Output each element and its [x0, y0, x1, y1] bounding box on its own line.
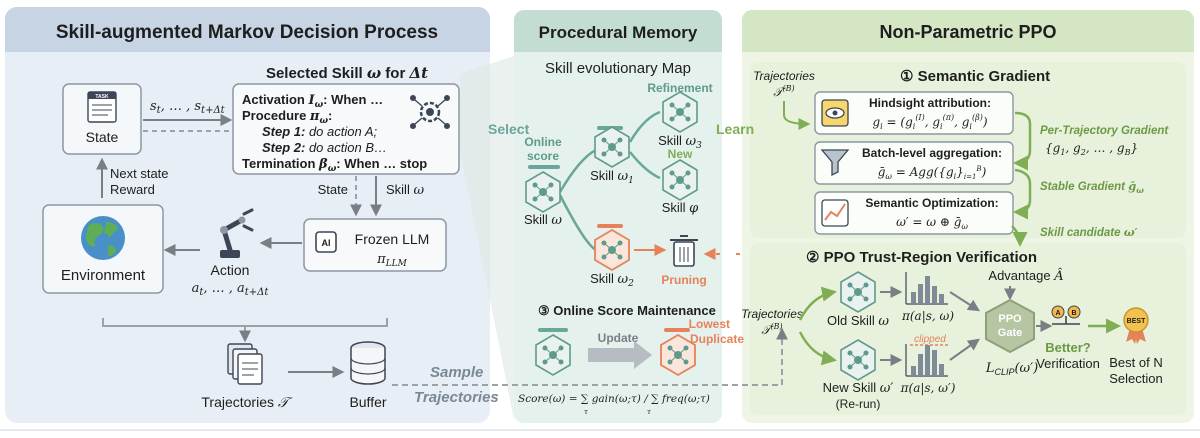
batch-box: Batch-level aggregation: ḡω = Agg({gi}i=…: [814, 141, 1014, 185]
step1-line: Step 1: do action A;: [262, 124, 378, 139]
learn-label: Learn: [716, 121, 754, 137]
traj-bottom-label: Trajectories: [741, 307, 803, 321]
buffer-icon: [350, 341, 386, 385]
update-label: Update: [598, 331, 639, 345]
selection-label: Selection: [1109, 371, 1162, 386]
svg-text:PPO: PPO: [998, 313, 1022, 325]
frozen-llm-box: AI Frozen LLM πLLM: [303, 218, 447, 272]
frozen-llm-label: Frozen LLM: [355, 231, 430, 247]
hindsight-formula: gi = (gi(I), gi(π), gi(β)): [872, 113, 987, 131]
refinement-label: Refinement: [647, 81, 712, 95]
sg-title: ① Semantic Gradient: [900, 68, 1050, 85]
semopt-formula: ω′ = ω ⊕ ḡω: [896, 215, 968, 231]
reward-label: Reward: [110, 182, 155, 197]
selected-skill-title: Selected Skill ω for Δt: [266, 64, 428, 82]
rerun-label: (Re-run): [836, 397, 881, 411]
sample-path: [392, 327, 788, 386]
score-bar-omega: [528, 165, 560, 169]
semopt-box: Semantic Optimization: ω′ = ω ⊕ ḡω: [814, 191, 1014, 235]
old-skill-label: Old Skill ω: [827, 313, 889, 329]
skill-phi-label: Skill φ: [662, 200, 699, 216]
middle-panel-title: Procedural Memory: [539, 23, 698, 42]
skill-omega-label: Skill ω: [524, 212, 562, 228]
batch-formula: ḡω = Agg({gi}i=1B): [878, 165, 987, 181]
activation-line: Activation Iω: When …: [242, 92, 383, 110]
ab-compare-icon: A B: [1051, 305, 1081, 325]
skill-arrow-label: Skill ω: [386, 182, 424, 198]
skill-w2-node: [594, 229, 630, 271]
stable-grad-label: Stable Gradient ḡω: [1040, 179, 1144, 195]
g-set-label: {g1, g2, … , gB}: [1045, 141, 1138, 157]
online-score-label: Online: [524, 135, 562, 149]
trajectories-icon: [227, 343, 263, 385]
score-bar-before: [538, 328, 568, 332]
score-formula: Score(ω) = ∑ gain(ω;τ) / ∑ freq(ω;τ): [518, 393, 710, 405]
termination-line: Termination βω: When … stop: [242, 156, 427, 174]
svg-text:BEST: BEST: [1127, 318, 1146, 325]
sample-label: Sample: [430, 364, 483, 381]
clipped-label: clipped: [914, 334, 946, 345]
update-arrow: [588, 341, 652, 369]
left-panel-title: Skill-augmented Markov Decision Process: [56, 22, 438, 43]
lowest-label: Lowest: [689, 317, 730, 331]
ppo-gate: PPO Gate: [985, 298, 1035, 354]
step2-line: Step 2: do action B…: [262, 140, 387, 155]
map-title: Skill evolutionary Map: [545, 60, 691, 77]
environment-label: Environment: [61, 267, 146, 284]
hindsight-title: Hindsight attribution:: [869, 96, 991, 110]
pruning-label: Pruning: [661, 273, 706, 287]
sum-sub-2: τ: [647, 408, 651, 416]
svg-text:Gate: Gate: [998, 327, 1022, 339]
new-label: New: [668, 147, 693, 161]
semopt-title: Semantic Optimization:: [865, 196, 998, 210]
chart-icon: [821, 199, 849, 227]
svg-text:B: B: [1071, 310, 1076, 317]
per-traj-label: Per-Trajectory Gradient: [1040, 125, 1169, 137]
action-label: Action: [211, 262, 250, 278]
trajectories-label: Trajectories 𝒯: [201, 394, 293, 411]
traj-top-label: Trajectories: [753, 69, 815, 83]
sample-trajectories-label: Trajectories: [414, 389, 499, 406]
skill-w1-label: Skill ω1: [590, 168, 634, 186]
skill-candidate-label: Skill candidate ω′: [1040, 225, 1138, 239]
funnel-icon: [820, 149, 850, 177]
ppo-title: ② PPO Trust-Region Verification: [806, 249, 1037, 266]
new-policy-histogram: [905, 344, 948, 377]
pi-old-label: π(a|s, ω): [901, 309, 954, 323]
zoom-wedge: [460, 56, 514, 420]
svg-text:AI: AI: [322, 238, 331, 248]
svg-text:TASK: TASK: [95, 94, 109, 100]
ai-chip-icon: [315, 231, 337, 253]
svg-text:score: score: [527, 149, 559, 163]
hindsight-box: Hindsight attribution: gi = (gi(I), gi(π…: [814, 91, 1014, 135]
right-panel-title: Non-Parametric PPO: [879, 22, 1056, 42]
state-label: State: [86, 129, 119, 145]
score-bar-w2: [597, 224, 623, 228]
better-label: Better?: [1045, 340, 1091, 355]
best-badge-icon: BEST: [1123, 307, 1149, 344]
state-arrow-label: State: [318, 182, 348, 197]
buffer-label: Buffer: [349, 394, 386, 410]
state-box: TASK State: [62, 83, 142, 155]
trash-icon: [670, 235, 698, 267]
old-policy-histogram: [905, 272, 948, 305]
maintenance-title: ③ Online Score Maintenance: [538, 303, 716, 318]
pi-new-label: π(a|s, ω′): [900, 381, 956, 395]
environment-box: Environment: [42, 204, 164, 294]
best-of-n-label: Best of N: [1109, 355, 1162, 370]
advantage-label: Advantage Â: [988, 268, 1063, 284]
batch-title: Batch-level aggregation:: [862, 146, 1002, 160]
skill-network-icon: [410, 95, 450, 129]
robot-arm-icon: [220, 208, 254, 258]
new-skill-label: New Skill ω′: [823, 380, 894, 396]
next-state-label: Next state: [110, 166, 169, 181]
select-label: Select: [488, 121, 530, 137]
svg-text:A: A: [1055, 310, 1060, 317]
duplicate-label: Duplicate: [690, 332, 744, 346]
sum-sub-1: τ: [584, 408, 588, 416]
verification-label: Verification: [1036, 356, 1100, 371]
skill-box: Activation Iω: When … Procedure πω: Step…: [232, 83, 460, 175]
score-bar-after: [664, 328, 690, 332]
